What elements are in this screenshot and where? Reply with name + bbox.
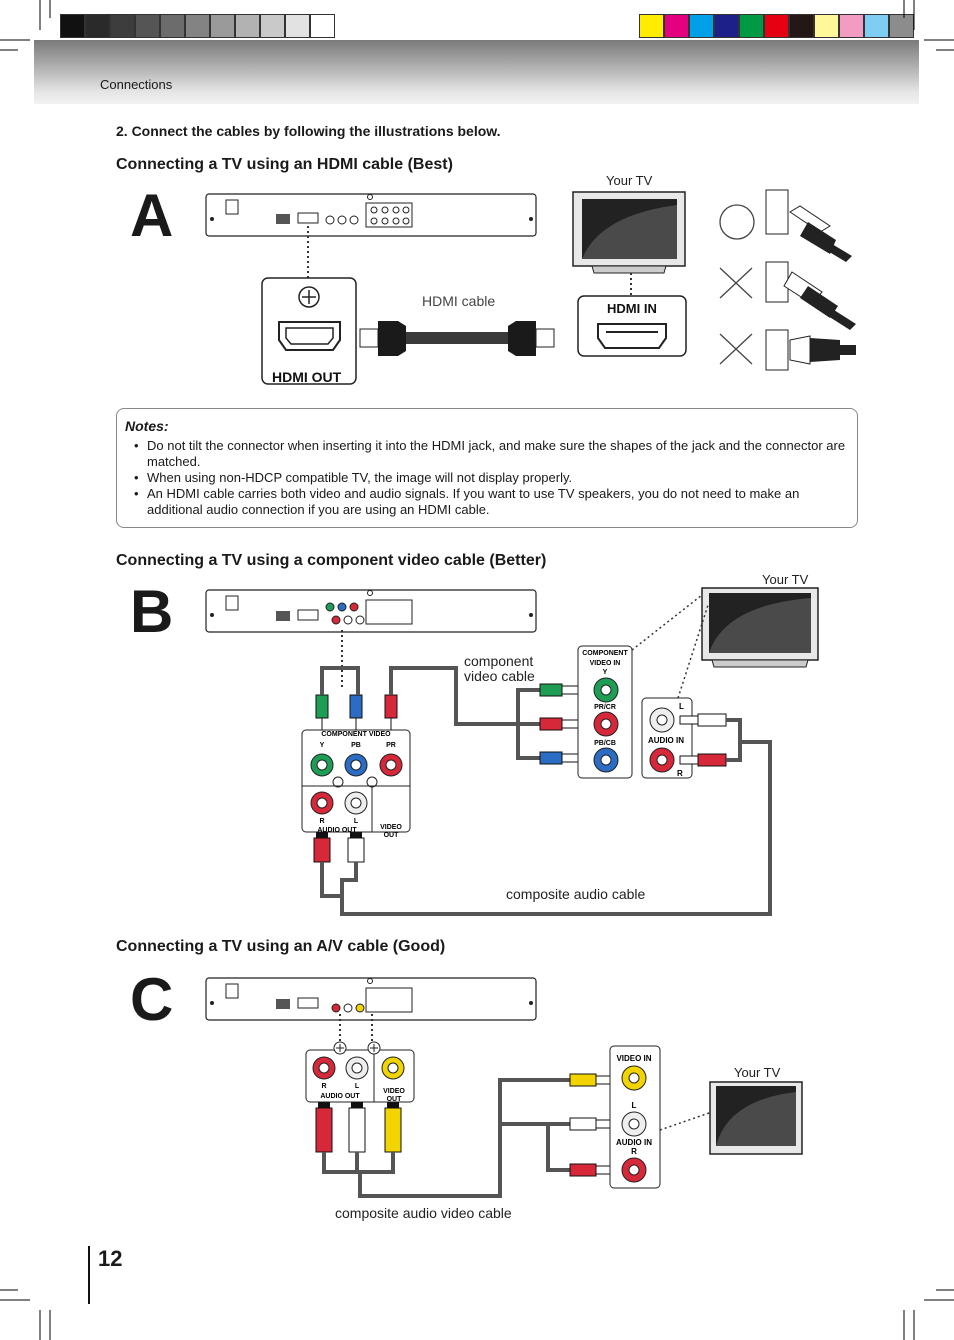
note-item: An HDMI cable carries both video and aud… xyxy=(125,486,853,518)
player-audio-out-label: AUDIO OUT xyxy=(317,827,357,834)
component-video-in-label-1: COMPONENT xyxy=(582,650,628,657)
note-item: When using non-HDCP compatible TV, the i… xyxy=(125,470,853,486)
grayscale-swatch xyxy=(85,14,110,38)
player-video-out-label-1: VIDEO xyxy=(380,824,402,831)
video-in-label: VIDEO IN xyxy=(616,1054,651,1063)
tv-a-label: Your TV xyxy=(606,173,653,188)
notes-title: Notes: xyxy=(125,418,169,434)
tv-c-label: Your TV xyxy=(734,1065,781,1080)
section-c-letter: C xyxy=(130,966,174,1033)
grayscale-swatch xyxy=(135,14,160,38)
component-video-in-label-2: VIDEO IN xyxy=(590,660,621,667)
page-number-rule xyxy=(88,1246,90,1304)
player-pr-label: PR xyxy=(386,742,396,749)
tv-b-label: Your TV xyxy=(762,572,809,587)
note-item: Do not tilt the connector when inserting… xyxy=(125,438,853,470)
hdmi-out-label: HDMI OUT xyxy=(272,369,342,385)
player-pb-label: PB xyxy=(351,742,361,749)
correct-circle-icon xyxy=(719,204,755,240)
color-swatch xyxy=(864,14,889,38)
section-b-heading: Connecting a TV using a component video … xyxy=(116,552,547,569)
hdmi-plug-straight-icon xyxy=(765,189,852,262)
color-swatch xyxy=(714,14,739,38)
player-y-label: Y xyxy=(320,742,325,749)
grayscale-swatch xyxy=(260,14,285,38)
hdmi-plug-upside-icon xyxy=(765,329,856,371)
dvd-player-rear-panel-c xyxy=(205,977,537,1021)
color-swatch xyxy=(839,14,864,38)
player-component-label: COMPONENT VIDEO xyxy=(321,731,391,738)
jack-pr-label: PR/CR xyxy=(594,704,616,711)
grayscale-swatch xyxy=(110,14,135,38)
color-swatch xyxy=(739,14,764,38)
color-swatch xyxy=(689,14,714,38)
color-swatch xyxy=(889,14,914,38)
player-video-out-label-1: VIDEO xyxy=(383,1088,405,1095)
component-cable-label-2: video cable xyxy=(464,668,535,684)
audio-in-label: AUDIO IN xyxy=(648,736,684,745)
grayscale-swatch xyxy=(285,14,310,38)
player-r-label: R xyxy=(319,818,324,825)
notes-box: Notes: Do not tilt the connector when in… xyxy=(116,408,858,528)
section-b-letter: B xyxy=(130,578,174,645)
header-band xyxy=(34,40,919,104)
grayscale-swatch xyxy=(160,14,185,38)
dvd-player-rear-panel-b xyxy=(205,589,537,633)
audio-in-label: AUDIO IN xyxy=(616,1138,652,1147)
color-swatch xyxy=(639,14,664,38)
audio-in-l-label: L xyxy=(679,702,684,711)
jack-y-label: Y xyxy=(603,669,608,676)
jack-pb-label: PB/CB xyxy=(594,740,616,747)
grayscale-swatch xyxy=(235,14,260,38)
section-a-letter: A xyxy=(130,182,174,249)
dvd-player-rear-panel-a xyxy=(205,193,537,237)
hdmi-cable-label: HDMI cable xyxy=(422,293,495,309)
color-calibration-bar xyxy=(639,14,914,38)
player-l-label: L xyxy=(355,1083,360,1090)
section-title: Connections xyxy=(100,77,173,92)
tv-a xyxy=(572,191,686,274)
player-r-label: R xyxy=(321,1083,326,1090)
section-c-heading: Connecting a TV using an A/V cable (Good… xyxy=(116,938,446,955)
player-video-out-label-2: OUT xyxy=(384,832,400,839)
page-number: 12 xyxy=(98,1246,123,1271)
player-audio-out-label: AUDIO OUT xyxy=(320,1093,360,1100)
color-swatch xyxy=(814,14,839,38)
grayscale-calibration-bar xyxy=(60,14,335,38)
tv-b xyxy=(701,587,819,668)
section-a-heading: Connecting a TV using an HDMI cable (Bes… xyxy=(116,156,453,173)
grayscale-swatch xyxy=(60,14,85,38)
audio-in-r-label: R xyxy=(631,1147,637,1156)
wrong-cross-icon xyxy=(719,267,753,365)
grayscale-swatch xyxy=(185,14,210,38)
color-swatch xyxy=(764,14,789,38)
grayscale-swatch xyxy=(210,14,235,38)
player-video-out-label-2: OUT xyxy=(387,1096,403,1103)
composite-audio-cable-label: composite audio cable xyxy=(506,886,646,902)
hdmi-plug-tilted-icon xyxy=(765,261,856,330)
step-instruction: 2. Connect the cables by following the i… xyxy=(116,123,501,139)
composite-av-cable-label: composite audio video cable xyxy=(335,1205,512,1221)
player-l-label: L xyxy=(354,818,359,825)
audio-in-l-label: L xyxy=(632,1101,637,1110)
tv-c xyxy=(709,1081,803,1155)
audio-in-r-label: R xyxy=(677,769,683,778)
color-swatch xyxy=(789,14,814,38)
hdmi-in-label: HDMI IN xyxy=(607,301,657,316)
color-swatch xyxy=(664,14,689,38)
component-cable-label-1: component xyxy=(464,653,533,669)
grayscale-swatch xyxy=(310,14,335,38)
